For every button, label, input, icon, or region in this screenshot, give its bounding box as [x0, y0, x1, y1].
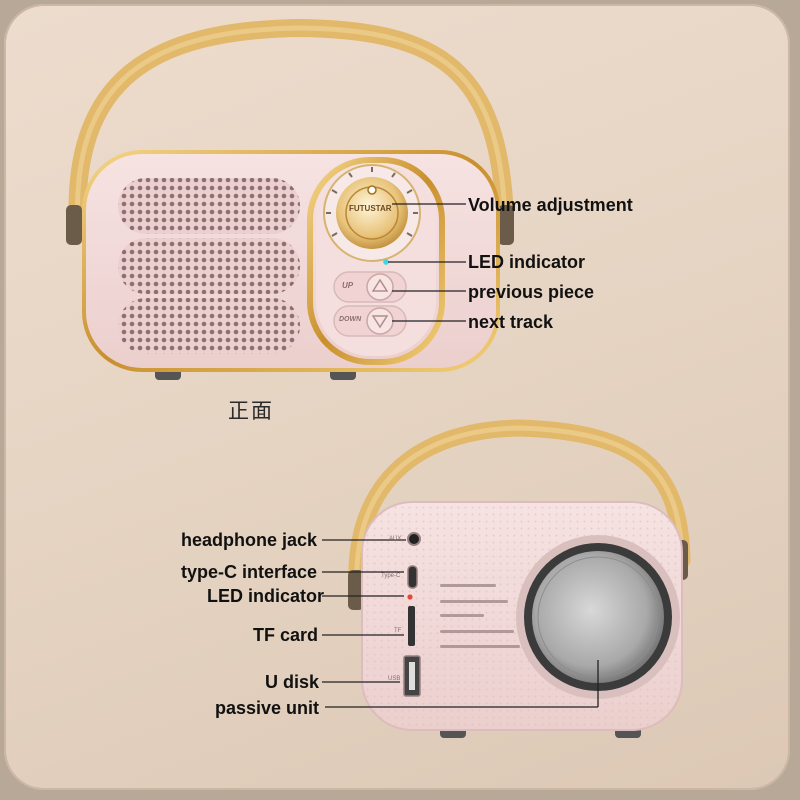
label-u-disk: U disk — [265, 672, 320, 692]
aux-port-text: AUX — [389, 536, 402, 542]
label-volume-adjustment: Volume adjustment — [468, 195, 633, 215]
tf-slot — [408, 606, 415, 646]
label-passive-unit: passive unit — [215, 698, 320, 718]
label-next-track: next track — [468, 312, 554, 332]
label-previous-piece: previous piece — [468, 282, 595, 302]
typec-port-text: Type-C — [381, 573, 401, 579]
label-front-led-indicator: LED indicator — [468, 252, 586, 272]
label-typec-interface: type-C interface — [181, 562, 318, 582]
front-callout-lines — [388, 203, 466, 322]
typec-port — [407, 565, 418, 589]
tf-port-text: TF — [394, 628, 402, 634]
grill-middle — [118, 238, 300, 294]
back-led — [407, 594, 413, 600]
aux-port — [407, 532, 421, 546]
front-speaker — [66, 18, 514, 380]
back-callout-lines — [322, 539, 599, 708]
front-view-caption: 正面 — [228, 399, 274, 423]
up-button-text: UP — [342, 281, 354, 290]
label-headphone-jack: headphone jack — [181, 530, 318, 550]
usb-port-text: USB — [388, 676, 401, 682]
label-tf-card: TF card — [253, 625, 319, 645]
grill-top — [118, 178, 300, 234]
back-speaker — [348, 419, 691, 738]
label-back-led-indicator: LED indicator — [207, 586, 325, 606]
front-led — [383, 259, 389, 265]
grill-bottom — [118, 298, 300, 354]
knob-brand-text: FUTUSTAR — [349, 204, 392, 213]
down-button-text: DOWN — [339, 316, 362, 323]
